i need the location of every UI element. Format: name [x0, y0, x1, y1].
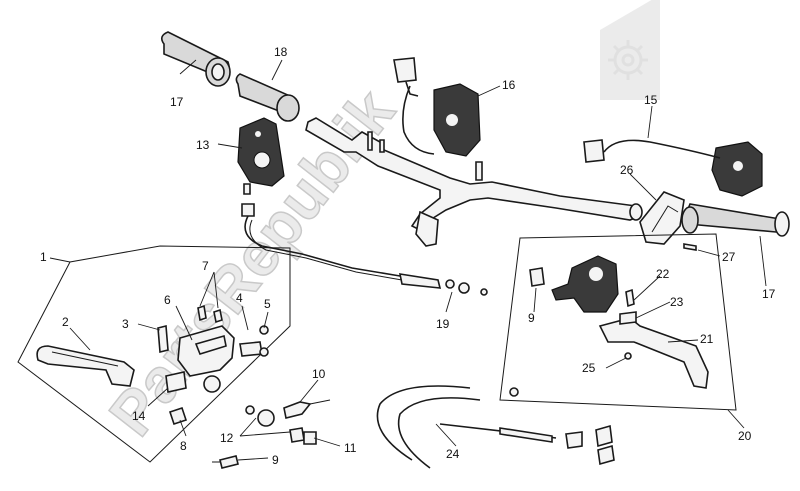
callout-12: 12: [220, 431, 234, 445]
callout-17-right: 17: [762, 287, 776, 301]
leader-lines: [49, 59, 767, 461]
clutch-group-outline: [17, 245, 291, 463]
callout-6: 6: [164, 293, 171, 307]
callout-9-left: 9: [272, 453, 279, 467]
screw-27: [683, 243, 697, 251]
callout-9-right: 9: [528, 311, 535, 325]
left-grip: [160, 31, 231, 87]
callout-1: 1: [40, 250, 47, 264]
clutch-lever: [36, 345, 135, 387]
master-cylinder: [165, 325, 235, 393]
throttle-grip: [235, 73, 300, 122]
callout-13: 13: [196, 138, 210, 152]
clutch-small-parts: [157, 304, 269, 426]
handlebar: [305, 117, 643, 247]
callout-25: 25: [582, 361, 596, 375]
switch-cover: [639, 191, 685, 245]
throttle-cable: [244, 215, 488, 296]
throttle-housing: [237, 117, 285, 217]
callout-16: 16: [502, 78, 516, 92]
callout-5: 5: [264, 297, 271, 311]
right-grip: [681, 203, 790, 237]
callout-10: 10: [312, 367, 326, 381]
callout-7: 7: [202, 259, 209, 273]
callout-14: 14: [132, 409, 146, 423]
right-switch: [583, 139, 763, 197]
callout-19: 19: [436, 317, 450, 331]
callout-3: 3: [122, 317, 129, 331]
callout-20: 20: [738, 429, 752, 443]
callout-26: 26: [620, 163, 634, 177]
brake-lever: [598, 288, 709, 389]
callout-21: 21: [700, 332, 714, 346]
callout-4: 4: [236, 291, 243, 305]
clutch-cable: [376, 385, 615, 469]
fittings: [212, 399, 331, 469]
callout-15: 15: [644, 93, 658, 107]
callout-2: 2: [62, 315, 69, 329]
callout-27: 27: [722, 250, 736, 264]
callout-18: 18: [274, 45, 288, 59]
callout-23: 23: [670, 295, 684, 309]
callout-labels: 17 18 13 16 15 26 27 17 1 2 3 6 7 4 5 14…: [40, 45, 776, 467]
brake-group-outline: [499, 233, 737, 411]
callout-22: 22: [656, 267, 670, 281]
callout-11: 11: [344, 441, 357, 455]
callout-24: 24: [446, 447, 460, 461]
brake-master-cylinder: [529, 255, 619, 313]
callout-8: 8: [180, 439, 187, 453]
left-switch: [393, 57, 481, 157]
callout-17-left: 17: [170, 95, 184, 109]
